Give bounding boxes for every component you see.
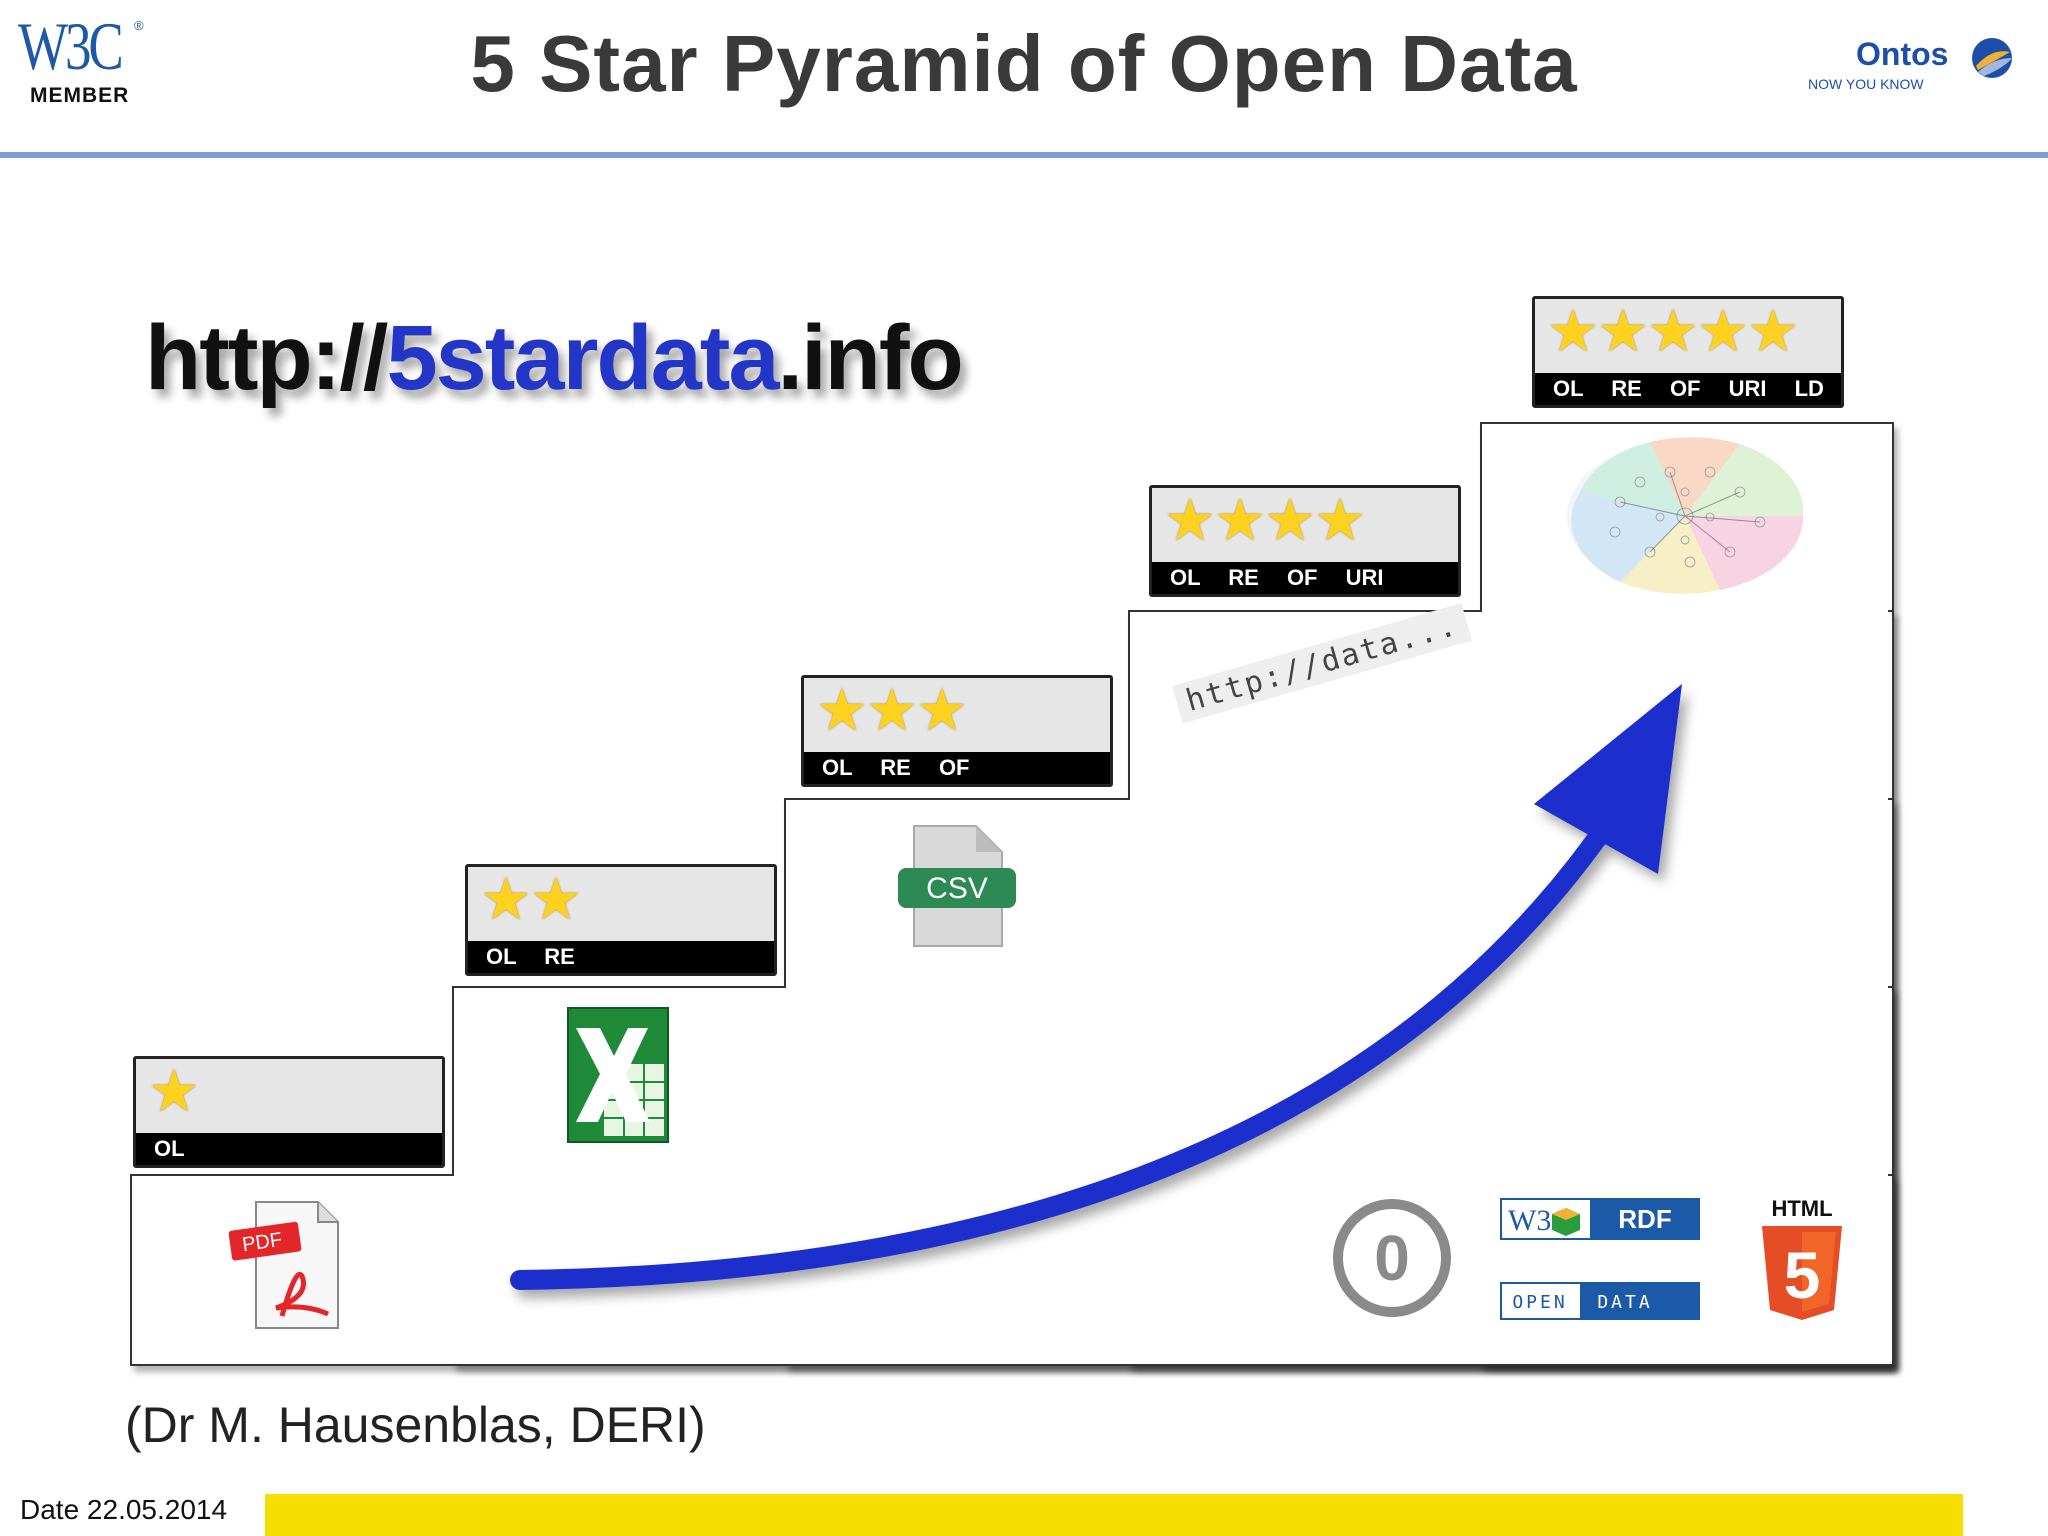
star-rating: ★★★★★	[1547, 299, 1799, 364]
star-badge-3: ★★★ OL RE OF	[801, 675, 1113, 787]
badge-labels: OL RE OF URI	[1152, 562, 1458, 594]
star-rating: ★★★	[816, 678, 968, 743]
star-badge-2: ★★ OL RE	[465, 864, 777, 976]
star-badge-1: ★ OL	[133, 1056, 445, 1168]
pyramid-fill	[1130, 612, 1888, 802]
open-data-data: DATA	[1597, 1292, 1652, 1313]
url-prefix: http://	[145, 307, 388, 409]
badge-labels: OL RE OF	[804, 752, 1110, 784]
star-badge-4: ★★★★ OL RE OF URI	[1149, 485, 1461, 597]
star-rating: ★	[148, 1059, 200, 1124]
w3c-logo-text: W3C	[18, 8, 124, 84]
w3c-rdf-badge: W3C RDF	[1500, 1198, 1700, 1240]
ontos-globe-icon	[1972, 38, 2012, 78]
ontos-tagline: NOW YOU KNOW	[1808, 76, 1924, 92]
star-rating: ★★★★	[1164, 488, 1366, 553]
csv-icon: CSV	[898, 825, 1016, 947]
badge-labels: OL	[136, 1133, 442, 1165]
url-highlight: 5stardata	[386, 307, 779, 409]
header-divider	[0, 152, 2048, 158]
cc-zero-icon: 0	[1333, 1199, 1451, 1317]
badge-labels: OL RE OF URI LD	[1535, 373, 1841, 405]
star-badge-5: ★★★★★ OL RE OF URI LD	[1532, 296, 1844, 408]
cc-zero-label: 0	[1374, 1222, 1410, 1294]
open-data-badge: OPEN DATA	[1500, 1282, 1700, 1320]
w3c-rdf-label: RDF	[1618, 1204, 1671, 1234]
credit-text: (Dr M. Hausenblas, DERI)	[125, 1397, 706, 1453]
excel-icon	[567, 1007, 669, 1143]
pyramid-fill	[454, 988, 1888, 1178]
url-heading: http://5stardata.info	[145, 312, 964, 404]
open-data-open: OPEN	[1512, 1292, 1567, 1313]
w3c-member-label: MEMBER	[30, 84, 130, 107]
pdf-icon: PDF	[228, 1201, 339, 1329]
html5-number: 5	[1784, 1238, 1821, 1312]
csv-label: CSV	[926, 872, 988, 905]
badge-labels: OL RE	[468, 941, 774, 973]
html5-icon: HTML 5	[1762, 1196, 1842, 1320]
w3c-registered-mark: ®	[134, 18, 144, 33]
w3c-member-logo: W3C ® MEMBER	[10, 8, 145, 107]
html5-label: HTML	[1771, 1196, 1832, 1221]
footer-bar	[265, 1494, 1963, 1536]
url-suffix: .info	[777, 307, 964, 409]
page-title: 5 Star Pyramid of Open Data	[470, 19, 1578, 108]
star-rating: ★★	[480, 867, 582, 932]
ontos-logo-text: Ontos	[1856, 36, 1949, 72]
lod-cloud-icon	[1567, 437, 1804, 594]
date-label: Date 22.05.2014	[20, 1494, 228, 1525]
